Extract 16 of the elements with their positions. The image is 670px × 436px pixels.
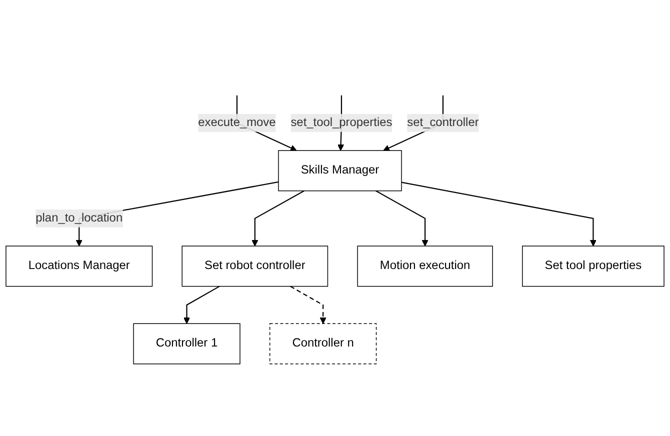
arrow xyxy=(376,190,428,246)
edge-label: plan_to_location xyxy=(36,211,123,224)
arrow xyxy=(183,285,220,324)
edge-label: execute_move xyxy=(198,116,276,128)
arrow xyxy=(252,190,304,246)
arrow xyxy=(401,181,596,246)
node-box: Motion execution xyxy=(357,245,493,286)
node-box: Set robot controller xyxy=(182,245,328,286)
arrow xyxy=(290,285,326,324)
node-box: Controller n xyxy=(269,322,377,364)
node-box: Set tool properties xyxy=(522,245,664,286)
node-box: Controller 1 xyxy=(133,322,240,364)
node-box: Skills Manager xyxy=(278,150,402,191)
edge-label: set_controller xyxy=(407,116,479,128)
edge-label: set_tool_properties xyxy=(290,116,392,128)
node-box: Locations Manager xyxy=(6,245,153,286)
